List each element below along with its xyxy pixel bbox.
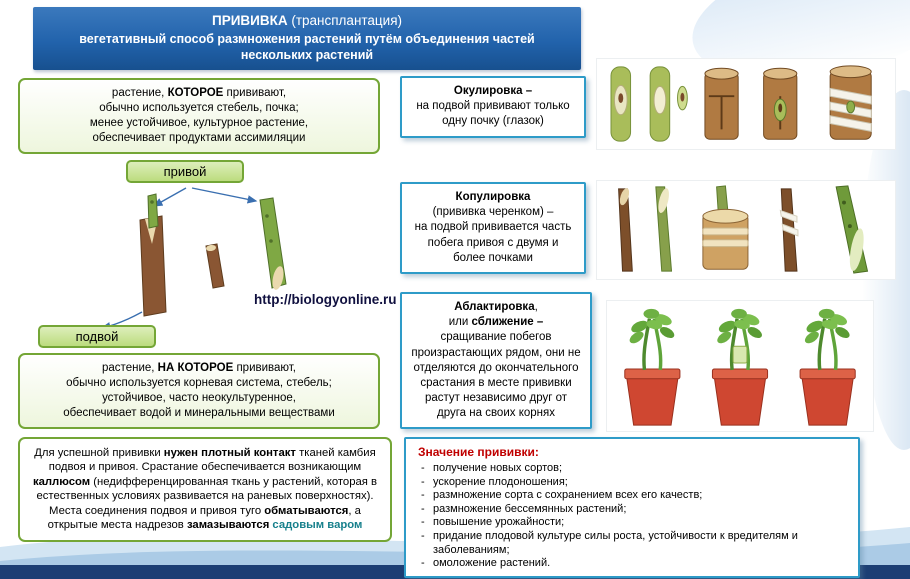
value-item: повышение урожайности; (418, 516, 848, 530)
value-item: размножение сорта с сохранением всех его… (418, 489, 848, 503)
value-list: получение новых сортов; ускорение плодон… (418, 462, 848, 571)
rootstock-label: подвой (38, 325, 156, 348)
okulirovka-illustration (596, 58, 896, 150)
header-title-box: ПРИВИВКА (трансплантация) вегетативный с… (33, 7, 581, 71)
page-title: ПРИВИВКА (трансплантация) (211, 13, 403, 28)
scion-definition-box: растение, КОТОРОЕ прививают, обычно испо… (18, 78, 380, 154)
ablaktirovka-illustration (606, 300, 874, 432)
cambium-contact-box: Для успешной прививки нужен плотный конт… (18, 437, 392, 542)
page-subtitle: вегетативный способ размножения растений… (79, 31, 535, 62)
scion-label: привой (126, 160, 244, 183)
value-box-title: Значение прививки: (418, 445, 539, 459)
value-item: размножение бессемянных растений; (418, 503, 848, 517)
watermark-url: http://biologyonline.ru (254, 292, 397, 307)
grafting-value-box: Значение прививки: получение новых сорто… (404, 437, 860, 578)
value-item: ускорение плодоношения; (418, 476, 848, 490)
value-item: получение новых сортов; (418, 462, 848, 476)
value-item: омоложение растений. (418, 557, 848, 571)
value-item: придание плодовой культуре силы роста, у… (418, 530, 848, 557)
kopulirovka-illustration (596, 180, 896, 280)
rootstock-definition-box: растение, НА КОТОРОЕ прививают, обычно и… (18, 353, 380, 429)
okulirovka-definition-box: Окулировка – на подвой прививают только … (400, 76, 586, 138)
grafting-diagram-illustration (100, 187, 287, 331)
kopulirovka-definition-box: Копулировка (прививка черенком) – на под… (400, 182, 586, 274)
ablaktirovka-definition-box: Аблактировка, или сближение – сращивание… (400, 292, 592, 430)
